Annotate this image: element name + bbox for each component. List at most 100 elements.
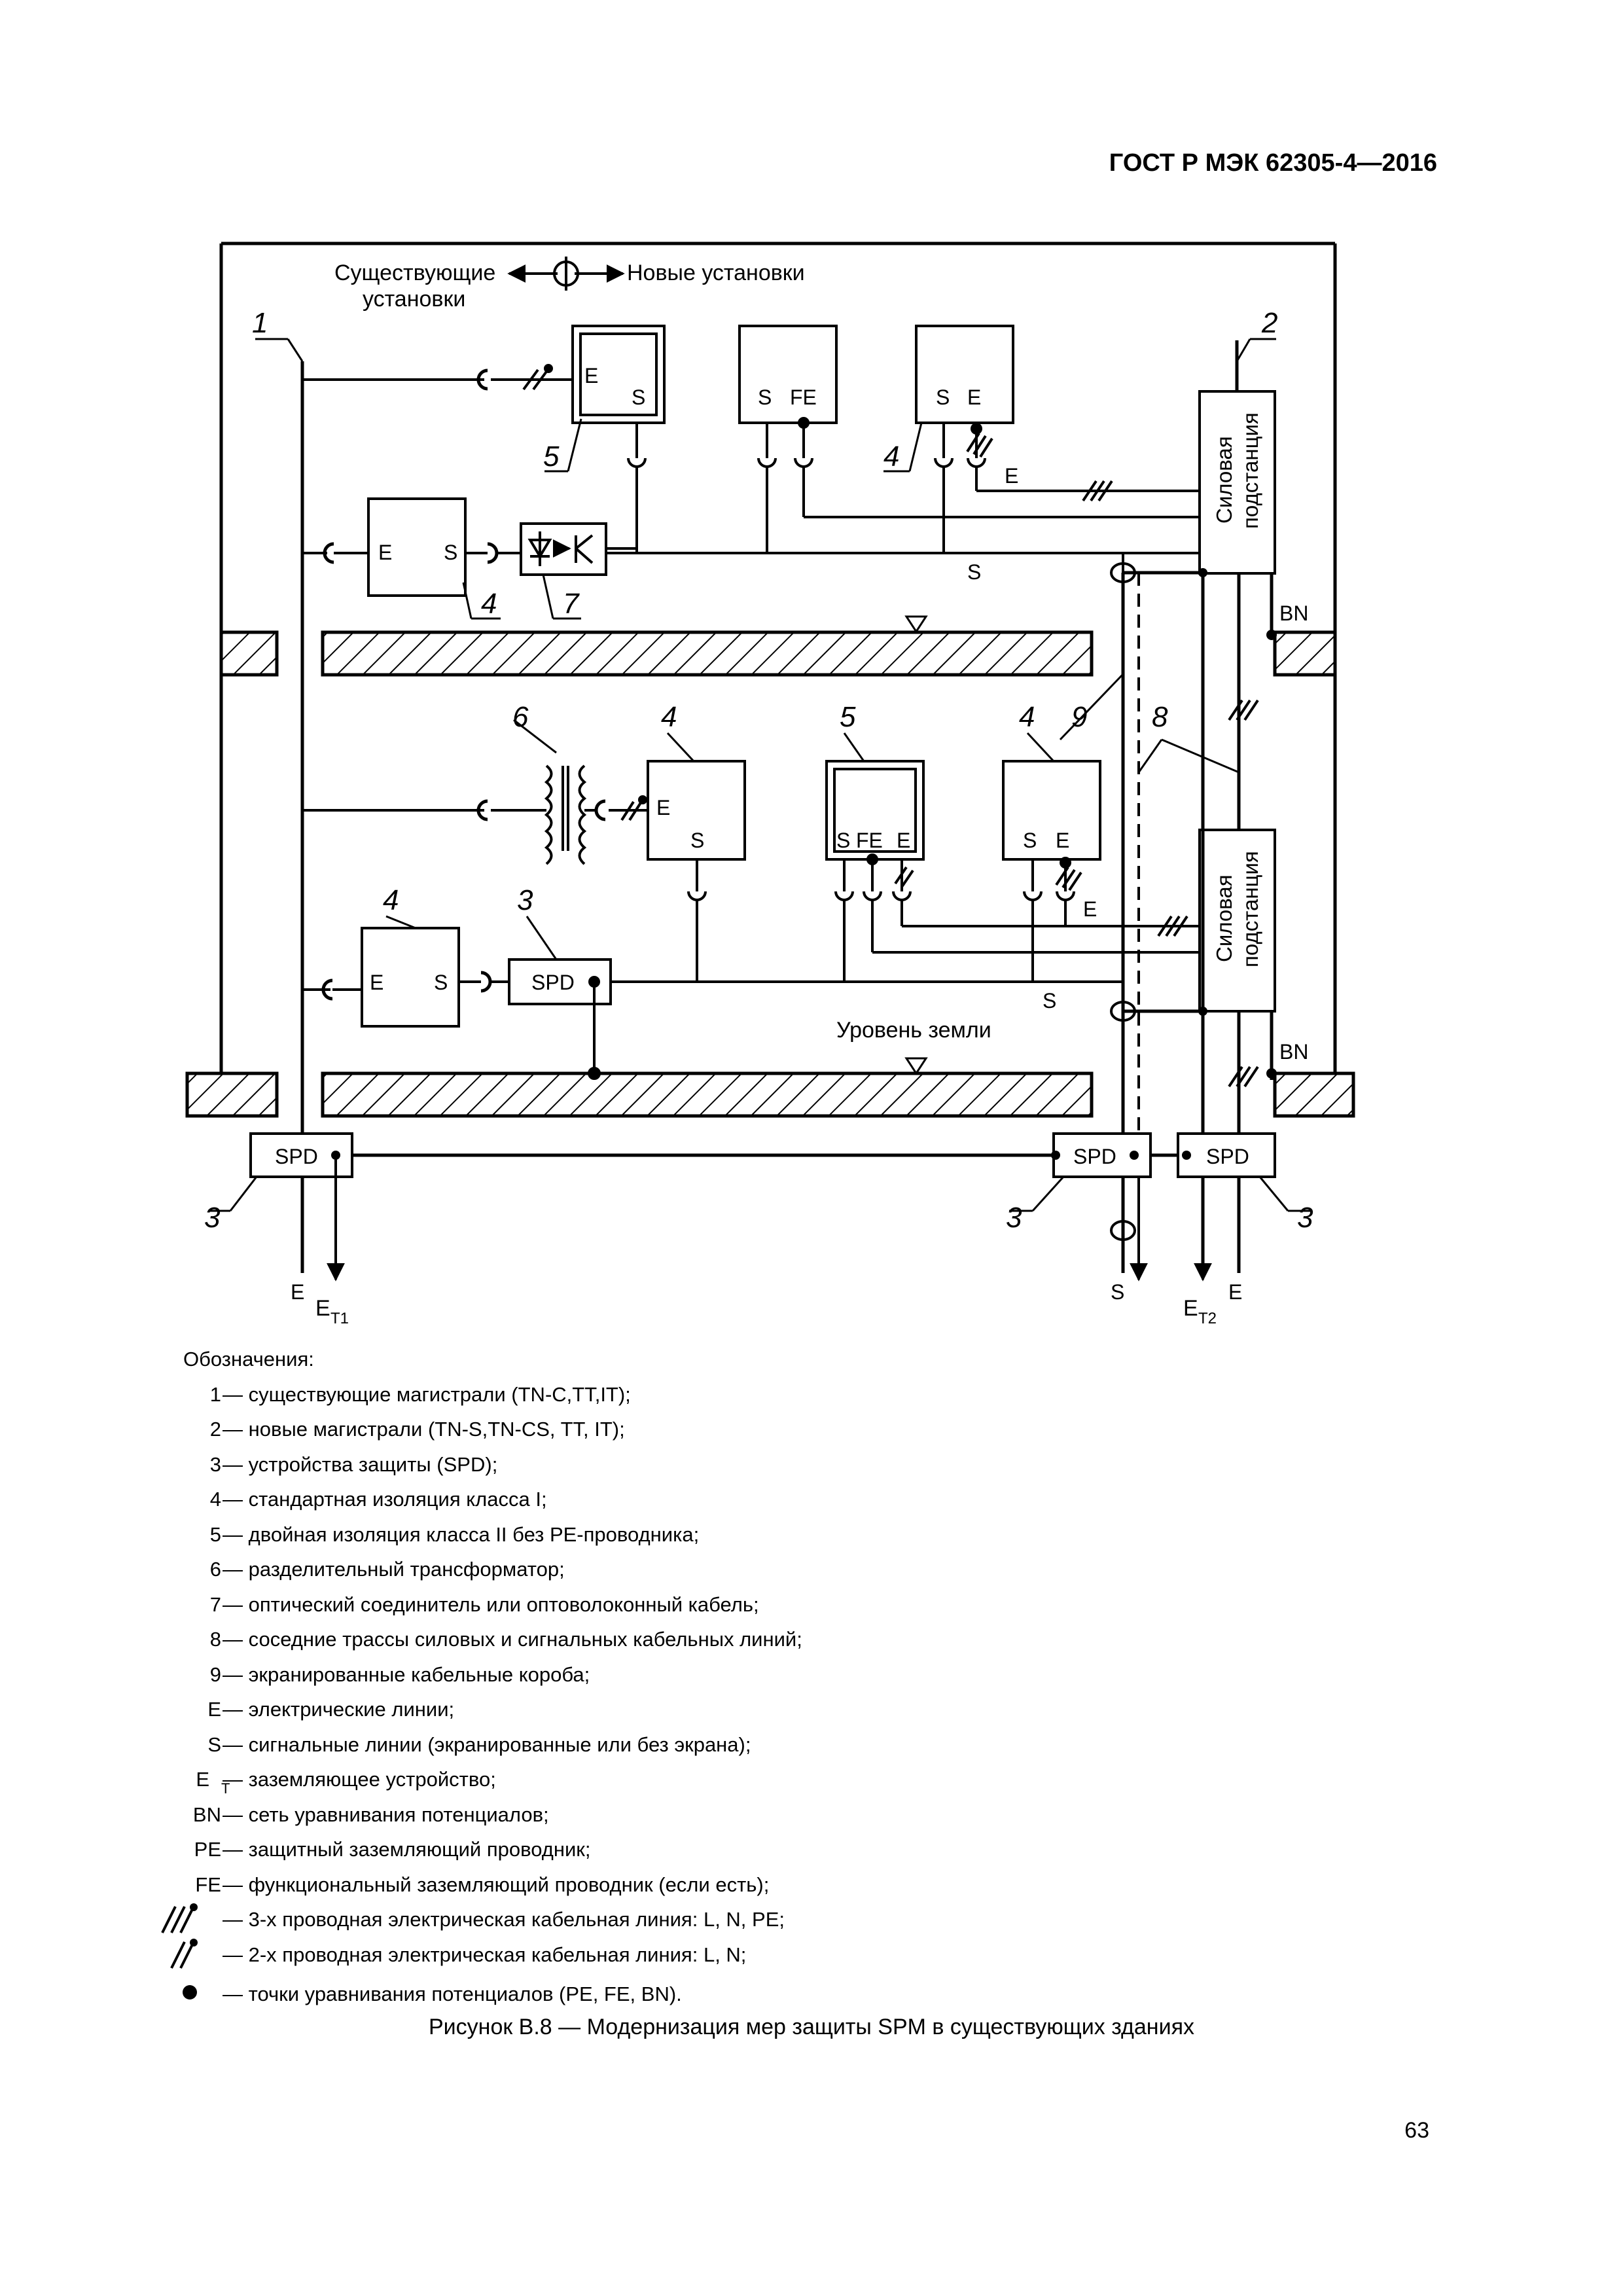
legend-dot-text: — точки уравнивания потенциалов (PE, FE,… — [223, 1982, 682, 2005]
legend-row-dot: — точки уравнивания потенциалов (PE, FE,… — [183, 1977, 682, 2012]
connectors-lower-left — [321, 971, 509, 1001]
floor-slabs — [185, 630, 1355, 1118]
shield-ring-lower — [1110, 1001, 1136, 1022]
new-label: Новые установки — [627, 260, 805, 285]
device-s-e-upper-s: S — [936, 386, 950, 409]
legend-item-text: — устройства защиты (SPD); — [223, 1452, 498, 1476]
legend-3wire-text: — 3-х проводная электрическая кабельная … — [223, 1908, 785, 1931]
substation-lower-label-1: Силовая — [1212, 874, 1236, 962]
device-class1-middle-right-s: S — [1023, 829, 1037, 852]
et1-main: E — [315, 1296, 330, 1321]
device-class1-upper-left-e: E — [378, 541, 392, 564]
legend-item-text: — защитный заземляющий проводник; — [223, 1838, 591, 1861]
bn-label-lower: BN — [1279, 1040, 1308, 1064]
cable-2wire-upper — [476, 364, 573, 391]
legend-item-key: 1 — [209, 1382, 221, 1406]
callout-4-upper-left: 4 — [481, 588, 497, 620]
spd-bottom-middle-dot-r — [1130, 1151, 1139, 1160]
legend-item-text: — двойная изоляция класса II без PE-пров… — [223, 1522, 700, 1546]
et2-main: E — [1183, 1296, 1198, 1321]
legend-item: PE— защитный заземляющий проводник; — [183, 1832, 591, 1867]
callout-2: 2 — [1261, 307, 1277, 339]
middle-e-label: E — [1083, 897, 1097, 921]
legend-item: 5— двойная изоляция класса II без PE-про… — [183, 1517, 699, 1552]
device-class2-upper — [571, 325, 666, 424]
level-marker-upper — [904, 615, 928, 634]
et1-sub: T1 — [330, 1310, 349, 1327]
device-s-fe-s: S — [758, 386, 772, 409]
level-marker-ground — [904, 1057, 928, 1075]
existing-label-1: Существующие — [334, 260, 495, 285]
device-class2-middle-links — [834, 853, 1200, 982]
legend-item-text: — функциональный заземляющий проводник (… — [223, 1873, 770, 1896]
legend-row-2wire: — 2-х проводная электрическая кабельная … — [170, 1937, 746, 1977]
legend: Обозначения: 1— существующие магистрали … — [161, 1342, 802, 2012]
callout-9: 9 — [1071, 701, 1087, 733]
legend-item-key-sub: T — [221, 1780, 230, 1797]
legend-items: 1— существующие магистрали (TN-C,TT,IT);… — [183, 1377, 802, 1903]
legend-item: 2— новые магистрали (TN-S,TN-CS, TT, IT)… — [183, 1412, 625, 1447]
legend-item-text: — новые магистрали (TN-S,TN-CS, TT, IT); — [223, 1418, 625, 1441]
riser-tick-marks — [1228, 699, 1259, 1088]
device-class1-upper-left-s: S — [444, 541, 457, 564]
device-class2-upper-e: E — [584, 364, 598, 387]
callout-4-middle: 4 — [661, 701, 677, 733]
substation-lower — [1198, 829, 1276, 1013]
legend-item-text: — сигнальные линии (экранированные или б… — [223, 1732, 751, 1756]
device-class1-middle-right-links — [1023, 857, 1082, 982]
connectors-upper-left — [323, 542, 521, 564]
callout-3-middle: 3 — [517, 884, 533, 916]
legend-item-key: 6 — [209, 1558, 221, 1581]
spd-bottom-middle-dot-l — [1051, 1151, 1060, 1160]
bottom-verticals — [300, 1177, 1241, 1282]
callout-6: 6 — [512, 701, 529, 733]
legend-item: FE— функциональный заземляющий проводник… — [183, 1867, 769, 1903]
page-number: 63 — [1404, 2118, 1429, 2143]
bottom-e-left: E — [291, 1280, 304, 1304]
ground-level-label: Уровень земли — [836, 1018, 991, 1043]
existing-new-indicator — [507, 257, 625, 291]
bn-label-upper: BN — [1279, 601, 1308, 625]
device-s-e-upper-links — [934, 423, 1200, 553]
figure-caption: Рисунок В.8 — Модернизация мер защиты SP… — [429, 2015, 1194, 2039]
device-class1-middle-right-e: E — [1056, 829, 1069, 852]
legend-item-key: 9 — [209, 1662, 221, 1686]
legend-item-text: — экранированные кабельные короба; — [223, 1662, 590, 1686]
legend-row-3wire: — 3-х проводная электрическая кабельная … — [161, 1902, 785, 1937]
device-s-fe-links — [757, 417, 1200, 553]
callout-3-bottom-middle: 3 — [1006, 1202, 1022, 1234]
spd-bottom-left-label: SPD — [275, 1145, 318, 1168]
legend-item-key: 8 — [209, 1628, 221, 1651]
protection-diagram: Существующие установки Новые установки E… — [185, 242, 1355, 1327]
device-s-fe — [738, 325, 838, 424]
device-class1-middle-s: S — [690, 829, 704, 852]
device-s-e-upper — [915, 325, 1014, 424]
optical-coupler — [520, 522, 637, 576]
spd-bottom-middle-label: SPD — [1073, 1145, 1116, 1168]
legend-item-text: — оптический соединитель или оптоволокон… — [223, 1592, 759, 1616]
device-class1-middle-links — [687, 859, 707, 982]
device-class1-lower-left-s: S — [434, 971, 448, 994]
spd-bottom-right-dot — [1182, 1151, 1191, 1160]
spd-bottom-right — [1177, 1132, 1276, 1178]
legend-item-key: FE — [195, 1873, 221, 1896]
callout-3-bottom-right: 3 — [1297, 1202, 1313, 1234]
legend-item-text: — электрические линии; — [223, 1698, 455, 1721]
device-class1-lower-left — [361, 927, 460, 1028]
legend-item: 4— стандартная изоляция класса I; — [183, 1482, 547, 1517]
legend-item-key: BN — [192, 1803, 221, 1826]
spd-middle-ground — [588, 976, 601, 1080]
upper-e-label: E — [1005, 464, 1018, 488]
legend-item: 8— соседние трассы силовых и сигнальных … — [183, 1622, 802, 1657]
substation-upper-label-1: Силовая — [1212, 436, 1236, 524]
legend-item: 6— разделительный трансформатор; — [183, 1552, 565, 1587]
device-class1-lower-left-e: E — [370, 971, 383, 994]
device-class1-upper-left — [367, 497, 467, 597]
legend-item-key: 7 — [209, 1592, 221, 1616]
device-class2-upper-s-link — [627, 423, 647, 553]
callout-4-middle-right: 4 — [1019, 701, 1035, 733]
legend-item: 1— существующие магистрали (TN-C,TT,IT); — [183, 1377, 631, 1412]
legend-item-key: PE — [194, 1838, 221, 1861]
bottom-e-right: E — [1228, 1280, 1242, 1304]
